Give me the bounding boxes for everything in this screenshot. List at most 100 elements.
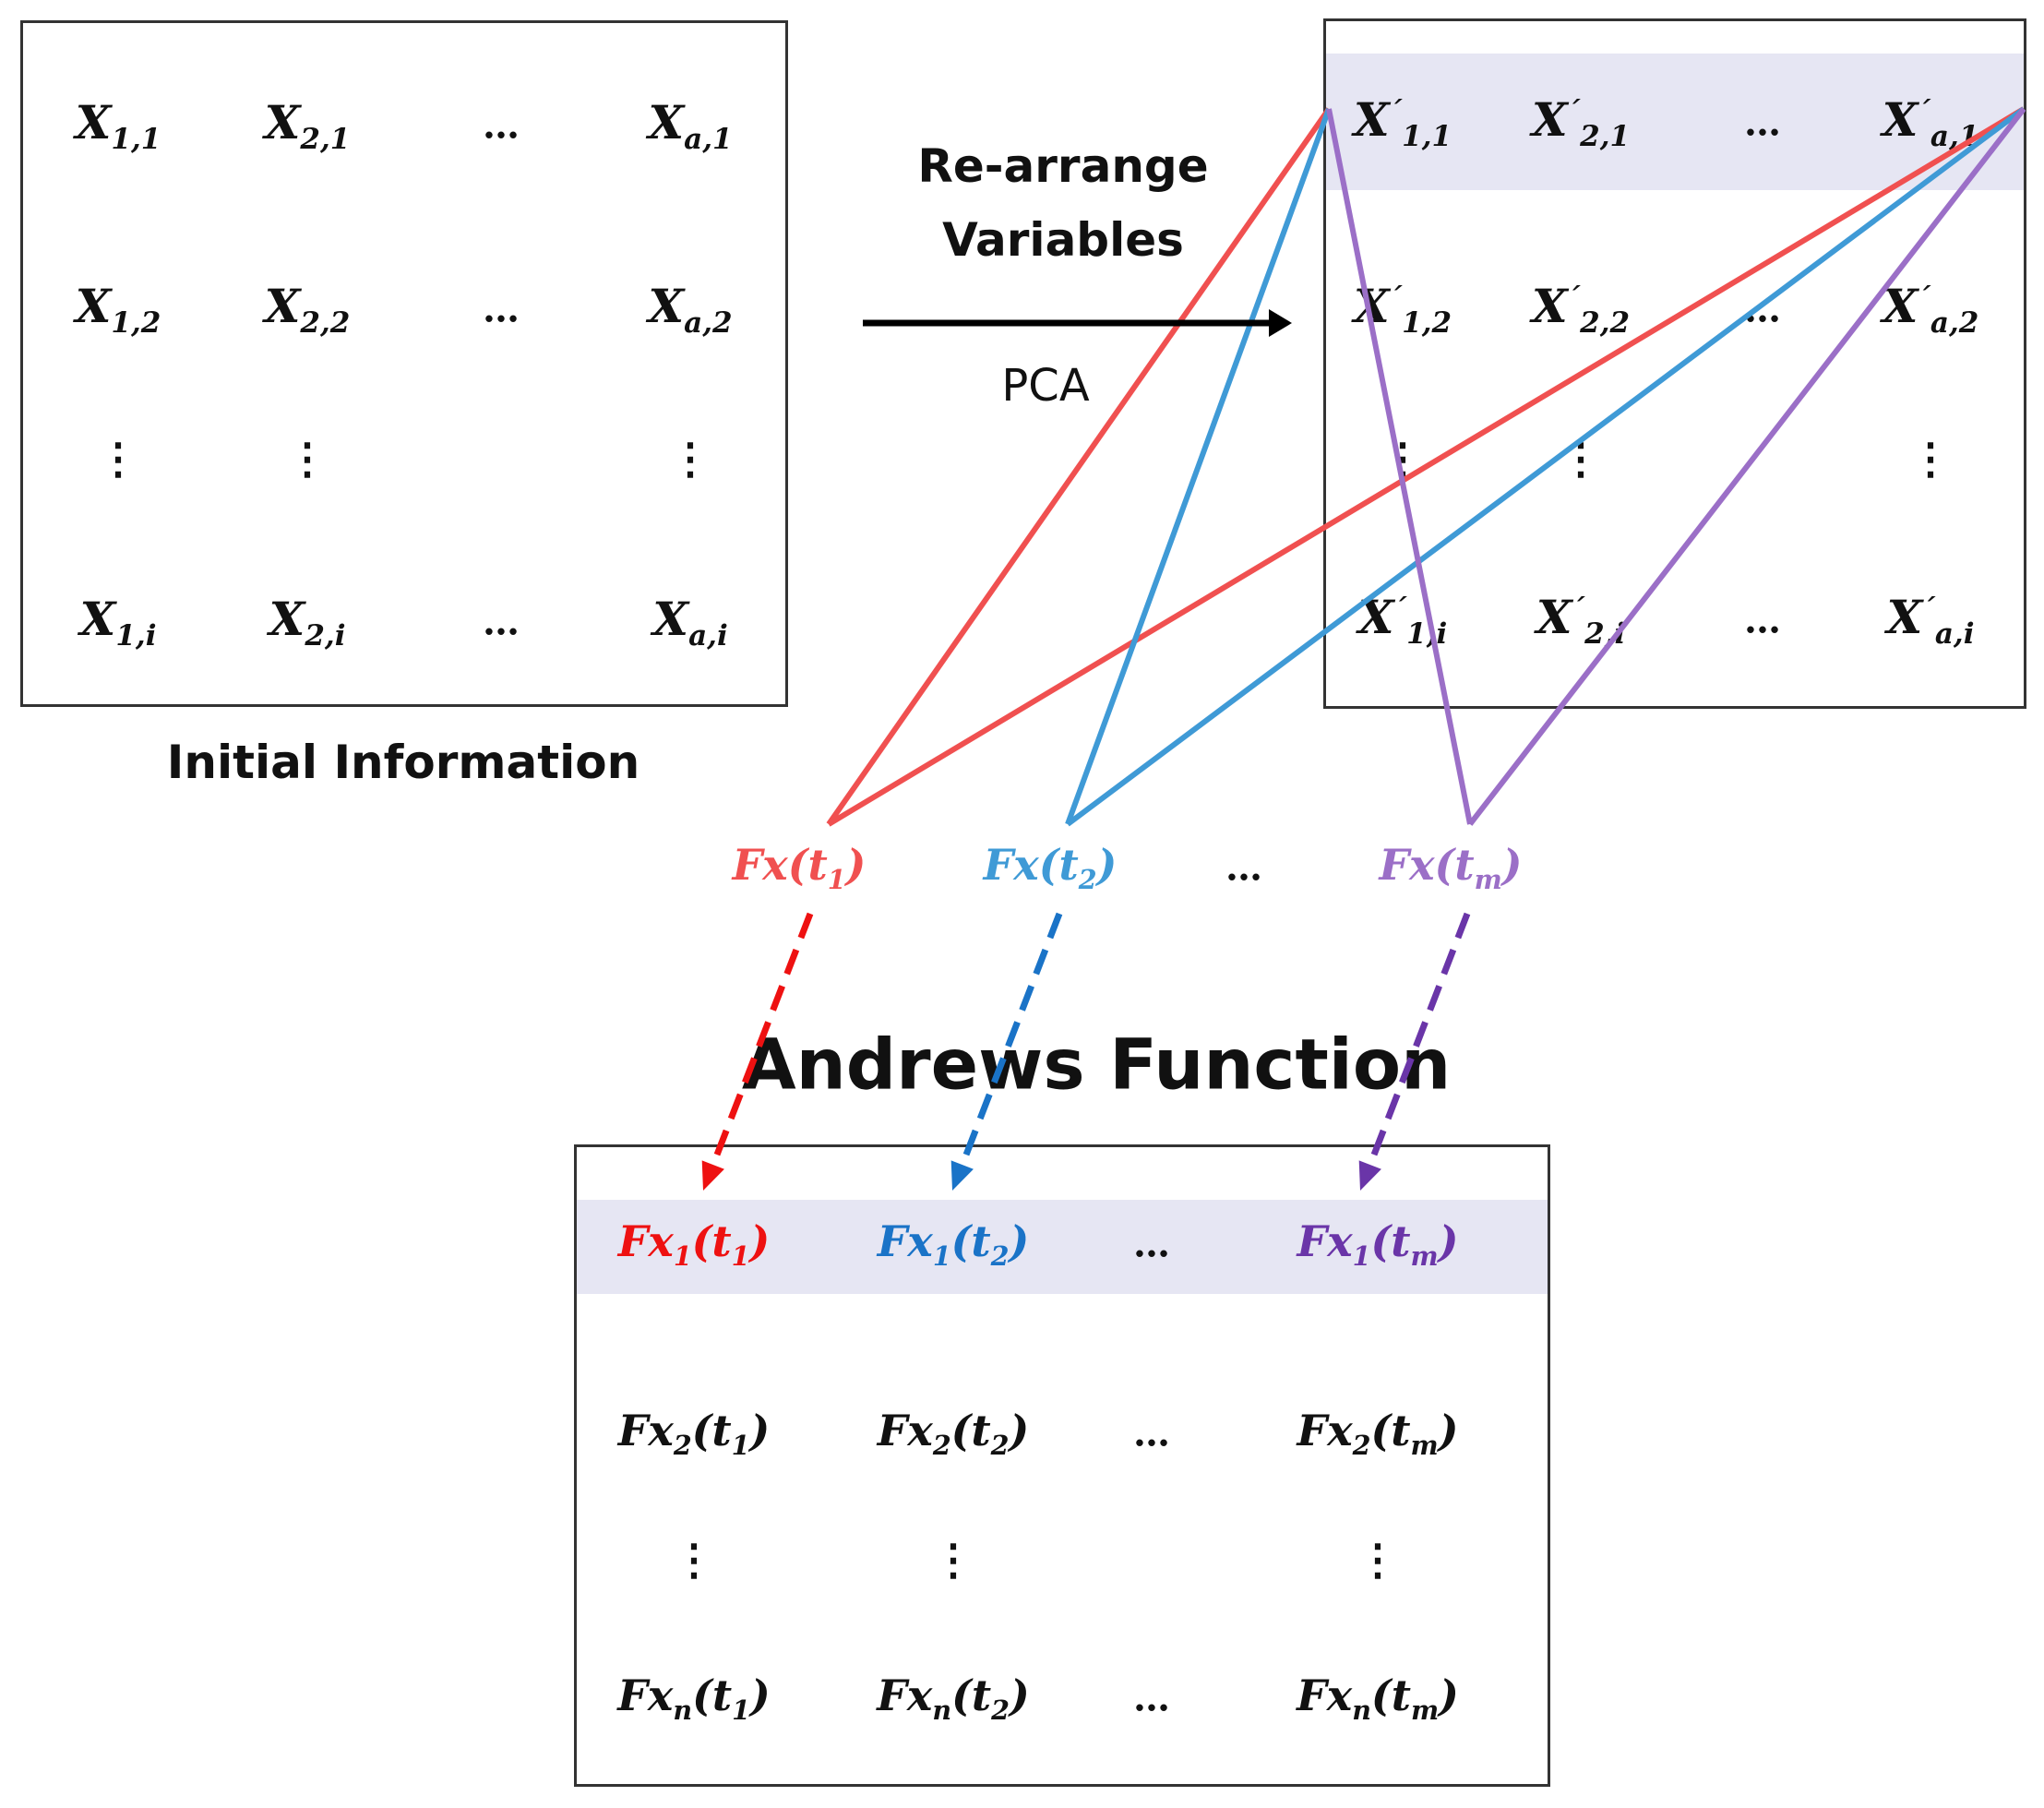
andrews-cell-text: ) (749, 1670, 771, 1721)
rearranged-cell-base: X (1353, 92, 1390, 148)
initial-cell-r1-c3: … (483, 104, 520, 148)
initial-cell-base: X (75, 95, 112, 150)
rearranged-cell-prime: ´ (1920, 593, 1935, 626)
rearranged-cell-subscript: 1,1 (1402, 119, 1452, 153)
andrews-cell-text: (t (1370, 1670, 1411, 1721)
rearranged-cell-r1-c1: X´1,1 (1354, 92, 1452, 153)
function-label-text: Fx(t (732, 840, 828, 891)
andrews-cell-subscript: 1 (731, 1239, 750, 1272)
rearranged-cell-prime: ´ (1571, 593, 1585, 626)
initial-cell-base: … (483, 287, 520, 331)
rearranged-cell-base: X (1536, 590, 1572, 645)
initial-cell-base: ⋮ (97, 434, 139, 484)
andrews-cell-r3-c4: ⋮ (1357, 1535, 1399, 1585)
andrews-cell-text: ) (1439, 1670, 1459, 1721)
andrews-cell-text: ) (749, 1406, 771, 1456)
rearranged-cell-prime: ´ (1566, 95, 1581, 128)
andrews-cell-text: (t (691, 1216, 732, 1267)
rearranged-cell-subscript: a,i (1934, 617, 1975, 651)
andrews-cell-text: (t (692, 1670, 733, 1721)
rearranged-cell-prime: ´ (1566, 281, 1581, 315)
connection-line-tm-last (1467, 107, 2026, 826)
andrews-cell-subscript: 2 (990, 1239, 1010, 1272)
andrews-cell-text: (t (950, 1216, 991, 1267)
andrews-cell-text: (t (951, 1670, 992, 1721)
andrews-cell-text: Fx (1297, 1670, 1353, 1721)
andrews-cell-text: (t (950, 1406, 991, 1456)
andrews-cell-subscript: m (1410, 1429, 1439, 1461)
initial-cell-subscript: a,2 (684, 305, 733, 340)
initial-cell-base: X (269, 592, 305, 647)
andrews-cell-text: ) (1438, 1216, 1459, 1267)
andrews-cell-text: ) (749, 1216, 771, 1267)
initial-cell-base: X (648, 95, 685, 150)
pca-arrow-head (1269, 309, 1292, 337)
rearranged-cell-base: X (1882, 92, 1918, 148)
rearrange-label-line2: Variables (942, 213, 1184, 267)
dashed-arrow-head-arrow_t2 (950, 1160, 974, 1191)
rearranged-cell-subscript: a,2 (1930, 305, 1979, 340)
initial-cell-r4-c4: Xa,i (652, 592, 727, 653)
initial-cell-r3-c1: ⋮ (97, 434, 139, 484)
rearranged-cell-r2-c2: X´2,2 (1532, 279, 1630, 340)
andrews-cell-r2-c1: Fx2(t1) (618, 1406, 771, 1461)
andrews-cell-text: ⋮ (932, 1535, 974, 1585)
rearranged-cell-subscript: 2,2 (1580, 305, 1631, 340)
rearranged-first-row-highlight (1326, 54, 2024, 190)
andrews-cell-r3-c2: ⋮ (932, 1535, 974, 1585)
initial-cell-r3-c2: ⋮ (286, 434, 329, 484)
function-label-subscript: 2 (1078, 863, 1097, 895)
initial-cell-base: X (652, 592, 689, 647)
initial-cell-r1-c4: Xa,1 (648, 95, 732, 156)
rearranged-cell-subscript: 1,i (1406, 617, 1448, 651)
function-label-3: … (1225, 846, 1262, 890)
andrews-cell-text: (t (1370, 1216, 1411, 1267)
andrews-cell-text: ⋮ (673, 1535, 715, 1585)
connection-line-t2-last (1066, 106, 2026, 827)
andrews-cell-r2-c4: Fx2(tm) (1297, 1406, 1459, 1461)
rearranged-cell-prime: ´ (1916, 95, 1930, 128)
andrews-cell-subscript: 1 (932, 1239, 951, 1272)
pca-label: PCA (1001, 360, 1090, 412)
andrews-cell-text: Fx (877, 1406, 933, 1456)
rearranged-cell-subscript: 2,1 (1580, 119, 1631, 153)
function-label-close: ) (1501, 840, 1523, 891)
andrews-cell-r1-c3: … (1133, 1223, 1170, 1266)
andrews-cell-r1-c1: Fx1(t1) (618, 1216, 771, 1272)
andrews-cell-subscript: n (1352, 1694, 1371, 1726)
rearranged-cell-base: … (1744, 598, 1781, 642)
initial-information-matrix (20, 20, 788, 707)
function-label-close: ) (845, 840, 867, 891)
andrews-cell-subscript: 2 (932, 1429, 951, 1461)
andrews-cell-r4-c3: … (1133, 1677, 1170, 1720)
initial-cell-r4-c3: … (483, 601, 520, 644)
andrews-cell-text: (t (1370, 1406, 1411, 1456)
function-label-text: … (1225, 845, 1262, 890)
andrews-cell-text: ) (1438, 1406, 1459, 1456)
rearranged-cell-prime: ´ (1393, 593, 1407, 626)
andrews-cell-subscript: m (1410, 1694, 1440, 1726)
andrews-cell-subscript: 1 (732, 1694, 750, 1726)
initial-cell-base: X (648, 279, 685, 334)
andrews-function-title: Andrews Function (741, 1023, 1452, 1106)
andrews-cell-subscript: 2 (673, 1429, 692, 1461)
initial-cell-r4-c1: X1,i (80, 592, 157, 653)
initial-cell-subscript: 1,1 (111, 122, 161, 156)
rearranged-cell-r1-c3: … (1744, 102, 1781, 145)
function-label-subscript: m (1474, 863, 1502, 895)
initial-cell-base: ⋮ (286, 434, 329, 484)
initial-cell-base: X (264, 95, 301, 150)
andrews-cell-subscript: 2 (991, 1694, 1010, 1726)
andrews-cell-subscript: 1 (731, 1429, 750, 1461)
connection-line-t1-first (826, 107, 1332, 826)
andrews-cell-r4-c2: Fxn(t2) (877, 1670, 1029, 1726)
initial-cell-base: … (483, 600, 520, 644)
initial-cell-r3-c4: ⋮ (669, 434, 711, 484)
dashed-arrow-arrow_t2 (959, 912, 1063, 1167)
rearranged-cell-base: … (1744, 101, 1781, 145)
connection-line-tm-first (1326, 108, 1473, 825)
dashed-arrow-head-arrow_t1 (701, 1160, 724, 1191)
andrews-cell-text: Fx (1297, 1216, 1353, 1267)
initial-cell-r2-c3: … (483, 288, 520, 331)
